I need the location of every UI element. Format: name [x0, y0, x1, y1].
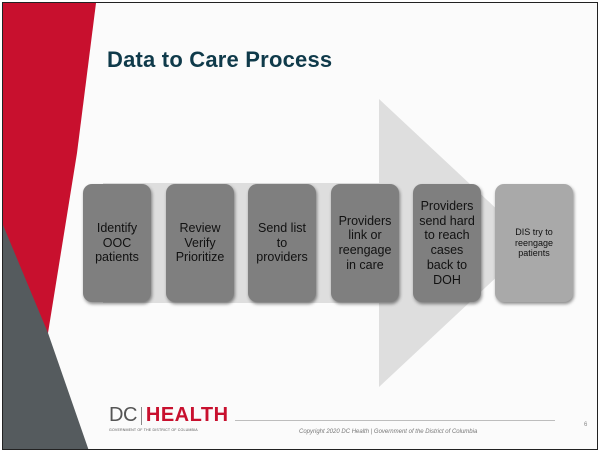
process-arrow [103, 99, 533, 387]
gray-accent-shape [3, 225, 89, 449]
footer-copyright: Copyright 2020 DC Health | Government of… [299, 429, 478, 435]
slide-title: Data to Care Process [107, 47, 333, 72]
logo-divider [140, 406, 142, 425]
arrow-shape [103, 99, 533, 387]
process-step-dis: DIS try to reengage patients [495, 184, 573, 302]
logo-subtitle: GOVERNMENT OF THE DISTRICT OF COLUMBIA [109, 428, 198, 432]
footer-divider [235, 420, 555, 421]
red-accent-shape [3, 3, 96, 333]
dc-health-logo: DC HEALTH GOVERNMENT OF THE DISTRICT OF … [109, 404, 229, 432]
page-number: 6 [584, 422, 588, 428]
process-step-identify: Identify OOC patients [83, 184, 151, 302]
logo-dc-text: DC [109, 404, 137, 426]
process-step-review: Review Verify Prioritize [166, 184, 234, 302]
process-step-providers-link: Providers link or reengage in care [331, 184, 399, 302]
process-step-providers-send: Providers send hard to reach cases back … [413, 184, 481, 302]
logo-health-text: HEALTH [145, 404, 229, 426]
process-step-send-list: Send list to providers [248, 184, 316, 302]
slide-decoration [3, 3, 96, 449]
